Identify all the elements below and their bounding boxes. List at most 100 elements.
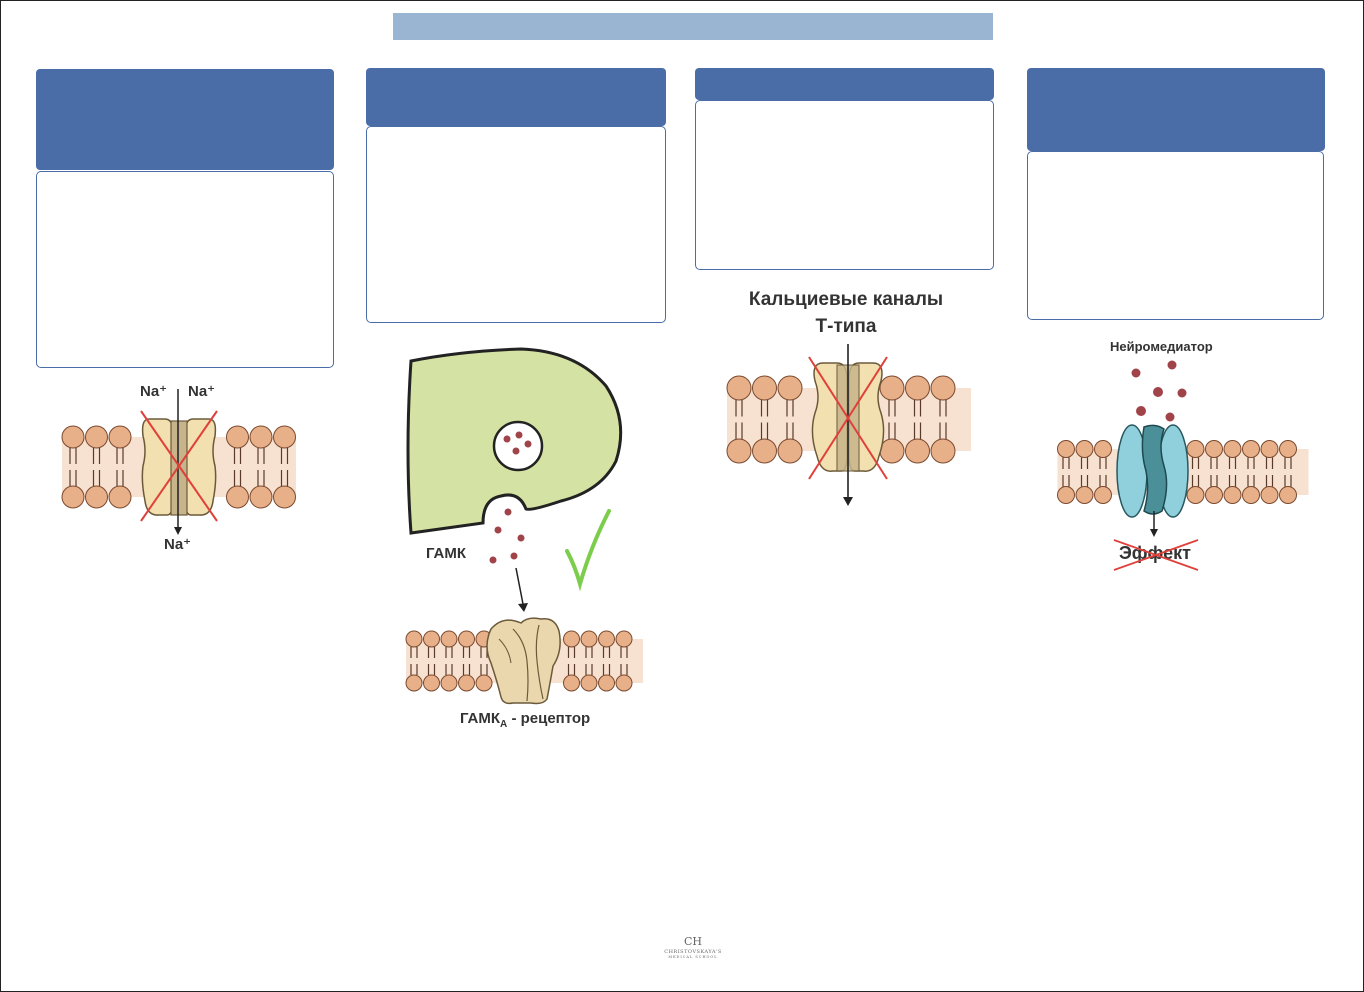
- lipid-head: [905, 375, 930, 401]
- lipid-head: [879, 375, 905, 401]
- lipid-head: [580, 674, 598, 692]
- lipid-head: [1242, 440, 1260, 458]
- column-1-header: [36, 69, 334, 170]
- lipid-head: [1205, 486, 1223, 504]
- gaba-a-receptor-icon: [486, 617, 561, 705]
- calcium-channel: [811, 362, 885, 472]
- lipid-head: [1223, 440, 1242, 458]
- lipid-head: [1057, 440, 1075, 458]
- lipid-head: [563, 674, 580, 692]
- school-logo: CH CHRISTOVSKAYA'S MEDICAL SCHOOL: [663, 935, 723, 959]
- lipid-head: [1094, 486, 1112, 504]
- calcium-title-line2: Т-типа: [815, 316, 877, 337]
- ion-label-left: Na⁺: [140, 383, 168, 400]
- lipid-head: [1223, 486, 1242, 504]
- column-2-header: [366, 68, 666, 126]
- lipid-head: [1205, 440, 1223, 458]
- lipid-head: [598, 674, 615, 692]
- lipid-head: [563, 630, 580, 648]
- calcium-channel-title: Кальциевые каналы Т-типа: [721, 286, 971, 340]
- logo-line-1: CHRISTOVSKAYA'S: [664, 949, 722, 955]
- released-neurotransmitters: [494, 508, 525, 542]
- lipid-head: [1186, 486, 1205, 504]
- lipid-head: [930, 438, 956, 464]
- lipid-head: [726, 438, 752, 464]
- lipid-head: [61, 485, 85, 509]
- column-4-body: [1027, 151, 1324, 320]
- lipid-head: [1186, 440, 1205, 458]
- receptor-label: ГАМКA - рецептор: [460, 710, 590, 730]
- sodium-channel: [141, 418, 217, 516]
- title-bar: [393, 13, 993, 40]
- lipid-head: [85, 425, 108, 449]
- lipid-head: [458, 674, 475, 692]
- lipid-head: [1260, 486, 1279, 504]
- lipid-head: [475, 674, 493, 692]
- gaba-molecules: [489, 552, 528, 612]
- lipid-head: [1057, 486, 1075, 504]
- ion-label-bottom: Na⁺: [164, 536, 192, 553]
- lipid-head: [440, 630, 458, 648]
- lipid-head: [440, 674, 458, 692]
- lipid-head: [273, 485, 296, 509]
- lipid-head: [615, 674, 633, 692]
- lipid-head: [1094, 440, 1112, 458]
- gaba-receptor-figure: [405, 617, 643, 705]
- lipid-head: [1075, 486, 1094, 504]
- calcium-channel-figure: [726, 344, 971, 506]
- lipid-head: [905, 438, 930, 464]
- column-2-body: [366, 126, 666, 323]
- presynaptic-neuron: [406, 347, 623, 542]
- lipid-head: [61, 425, 85, 449]
- receptor-label-subscript: A: [500, 719, 508, 730]
- lipid-head: [423, 630, 440, 648]
- lipid-head: [777, 375, 803, 401]
- ionotropic-receptor-icon: [1116, 424, 1189, 518]
- lipid-head: [930, 375, 956, 401]
- lipid-head: [108, 425, 132, 449]
- lipid-head: [249, 485, 273, 509]
- lipid-head: [752, 375, 777, 401]
- column-1-body: [36, 171, 334, 368]
- neuromediator-molecules: [1131, 360, 1187, 422]
- lipid-head: [273, 425, 296, 449]
- lipid-head: [85, 485, 108, 509]
- block-x-icon: [140, 410, 218, 522]
- check-icon: [565, 509, 611, 592]
- neurotransmitter-label: ГАМК: [426, 545, 467, 562]
- lipid-head: [1260, 440, 1279, 458]
- lipid-head: [423, 674, 440, 692]
- receptor-label-main: ГАМК: [460, 710, 501, 727]
- ion-label-right: Na⁺: [188, 383, 216, 400]
- logo-monogram: CH: [683, 935, 702, 948]
- lipid-head: [580, 630, 598, 648]
- column-4-header: [1027, 68, 1325, 151]
- lipid-head: [405, 674, 423, 692]
- lipid-head: [405, 630, 423, 648]
- lipid-head: [226, 425, 249, 449]
- lipid-head: [752, 438, 777, 464]
- receptor-figure: [1057, 424, 1309, 537]
- column-3-header: [695, 68, 994, 100]
- effect-cancel-x-icon: [1113, 539, 1199, 571]
- lipid-head: [1279, 486, 1297, 504]
- lipid-head: [598, 630, 615, 648]
- lipid-head: [1242, 486, 1260, 504]
- neuromediator-label: Нейромедиатор: [1110, 339, 1213, 354]
- lipid-head: [108, 485, 132, 509]
- lipid-head: [1279, 440, 1297, 458]
- lipid-head: [615, 630, 633, 648]
- column-3-body: [695, 100, 994, 270]
- lipid-head: [726, 375, 752, 401]
- logo-line-2: MEDICAL SCHOOL: [668, 955, 718, 959]
- lipid-head: [777, 438, 803, 464]
- calcium-title-line1: Кальциевые каналы: [748, 289, 944, 310]
- lipid-head: [226, 485, 249, 509]
- lipid-head: [249, 425, 273, 449]
- lipid-head: [458, 630, 475, 648]
- lipid-head: [1075, 440, 1094, 458]
- block-x-icon: [808, 356, 888, 480]
- lipid-head: [879, 438, 905, 464]
- receptor-label-suffix: - рецептор: [507, 710, 591, 727]
